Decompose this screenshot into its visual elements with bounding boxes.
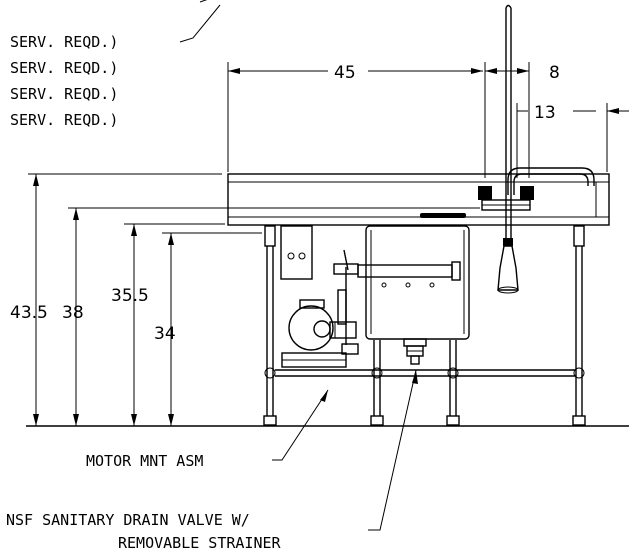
note-serv-2: SERV. REQD.) [10, 59, 118, 77]
dim-34 [162, 232, 262, 426]
dim-38 [68, 207, 480, 426]
dim-13 [516, 103, 629, 178]
dim-8-label: 8 [549, 63, 560, 83]
dim-38-label: 38 [62, 303, 84, 323]
dim-35-5 [124, 223, 225, 426]
note-serv-4: SERV. REQD.) [10, 111, 118, 129]
table-top [227, 173, 610, 226]
faucet [478, 4, 595, 294]
drainboard-slot [420, 213, 466, 218]
motor-mount-assembly [281, 249, 461, 368]
sink-bowl [365, 225, 470, 340]
drain-callout-leader [368, 369, 417, 531]
crossbar [264, 367, 585, 379]
dim-43-5-label: 43.5 [10, 303, 48, 323]
dim-45-label: 45 [334, 63, 356, 83]
note-leader [179, 4, 221, 43]
dim-13-label: 13 [534, 103, 556, 123]
dim-45 [227, 62, 483, 172]
drain-valve [403, 338, 427, 365]
note-serv-1: SERV. REQD.) [10, 33, 118, 51]
table-legs [263, 225, 586, 426]
note-serv-3: SERV. REQD.) [10, 85, 118, 103]
drain-callout-line2: REMOVABLE STRAINER [118, 534, 282, 552]
dim-8 [484, 62, 530, 178]
note-leader-top [199, 0, 208, 3]
dim-35-5-label: 35.5 [111, 286, 149, 306]
dim-43-5 [28, 173, 222, 426]
motor-callout-label: MOTOR MNT ASM [86, 452, 203, 470]
drain-callout-line1: NSF SANITARY DRAIN VALVE W/ [6, 511, 250, 529]
motor-callout-leader [272, 389, 329, 461]
control-box [280, 225, 313, 280]
dim-34-label: 34 [154, 324, 176, 344]
